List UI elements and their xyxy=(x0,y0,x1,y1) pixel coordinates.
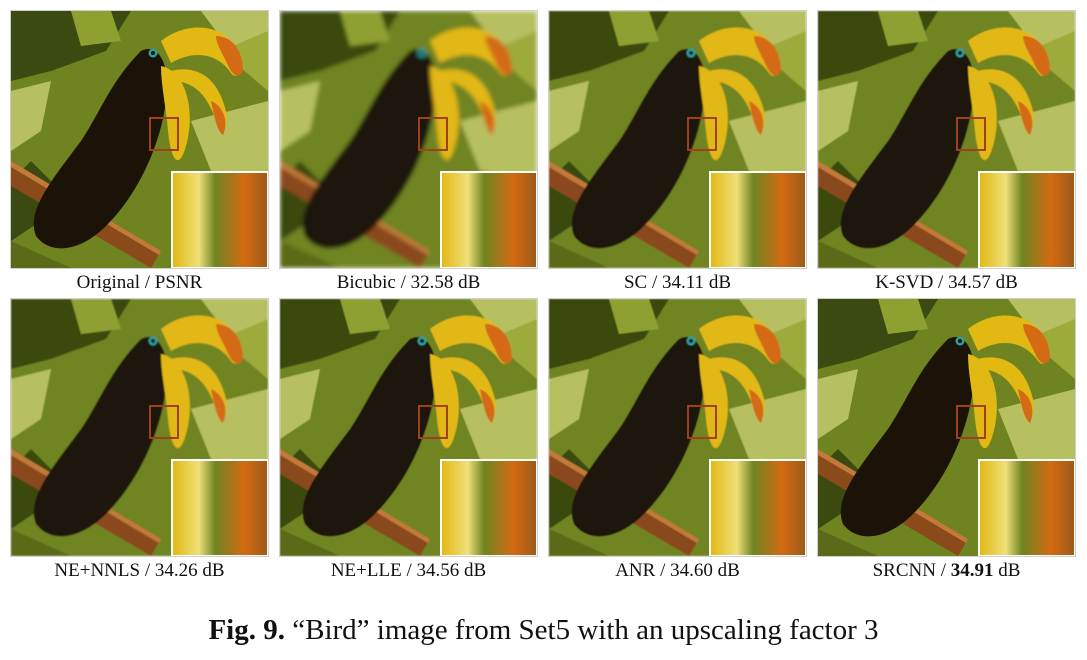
method-name: SRCNN xyxy=(872,560,936,581)
method-name: SC xyxy=(623,272,648,293)
bird-image xyxy=(548,10,807,269)
psnr-unit: dB xyxy=(704,272,731,293)
caption-separator: / xyxy=(935,560,951,581)
bird-image xyxy=(817,298,1076,557)
method-name: K-SVD xyxy=(875,272,934,293)
caption-separator: / xyxy=(647,272,663,293)
psnr-unit: dB xyxy=(993,560,1021,581)
psnr-value: 34.91 xyxy=(950,560,994,581)
figure-caption-text: “Bird” image from Set5 with an upscaling… xyxy=(285,614,879,646)
psnr-unit: dB xyxy=(453,272,481,293)
psnr-value: 32.58 xyxy=(410,272,454,293)
panel-caption: Original / PSNR xyxy=(0,272,281,294)
panel-caption: ANR / 34.60 dB xyxy=(536,560,819,582)
psnr-unit: dB xyxy=(197,560,225,581)
figure-label: Fig. 9. xyxy=(208,614,285,646)
figure-caption: Fig. 9. “Bird” image from Set5 with an u… xyxy=(0,614,1087,647)
psnr-unit: dB xyxy=(459,560,487,581)
psnr-unit: dB xyxy=(712,560,740,581)
method-name: Original xyxy=(76,272,140,293)
panel-caption: NE+NNLS / 34.26 dB xyxy=(0,560,281,582)
bird-image xyxy=(279,10,538,269)
bird-image xyxy=(10,10,269,269)
psnr-value: PSNR xyxy=(154,272,203,293)
psnr-value: 34.60 xyxy=(670,560,713,581)
caption-separator: / xyxy=(140,272,155,293)
panel-caption: K-SVD / 34.57 dB xyxy=(805,272,1087,294)
caption-separator: / xyxy=(140,560,155,581)
bird-image xyxy=(279,298,538,557)
panel-caption: Bicubic / 32.58 dB xyxy=(267,272,550,294)
psnr-value: 34.26 xyxy=(154,560,198,581)
method-name: ANR xyxy=(615,560,656,581)
panel-caption: SC / 34.11 dB xyxy=(536,272,819,294)
caption-separator: / xyxy=(401,560,417,581)
psnr-value: 34.11 xyxy=(662,272,705,293)
caption-separator: / xyxy=(395,272,411,293)
psnr-unit: dB xyxy=(990,272,1018,293)
figure-grid: Original / PSNR xyxy=(0,10,1087,582)
panel-caption: SRCNN / 34.91 dB xyxy=(805,560,1087,582)
bird-image xyxy=(548,298,807,557)
caption-separator: / xyxy=(933,272,949,293)
bird-image xyxy=(10,298,269,557)
method-name: NE+NNLS xyxy=(54,560,141,581)
method-name: Bicubic xyxy=(336,272,396,293)
method-name: NE+LLE xyxy=(330,560,402,581)
bird-image xyxy=(817,10,1076,269)
psnr-value: 34.56 xyxy=(416,560,460,581)
panel-caption: NE+LLE / 34.56 dB xyxy=(267,560,550,582)
psnr-value: 34.57 xyxy=(948,272,991,293)
caption-separator: / xyxy=(655,560,671,581)
